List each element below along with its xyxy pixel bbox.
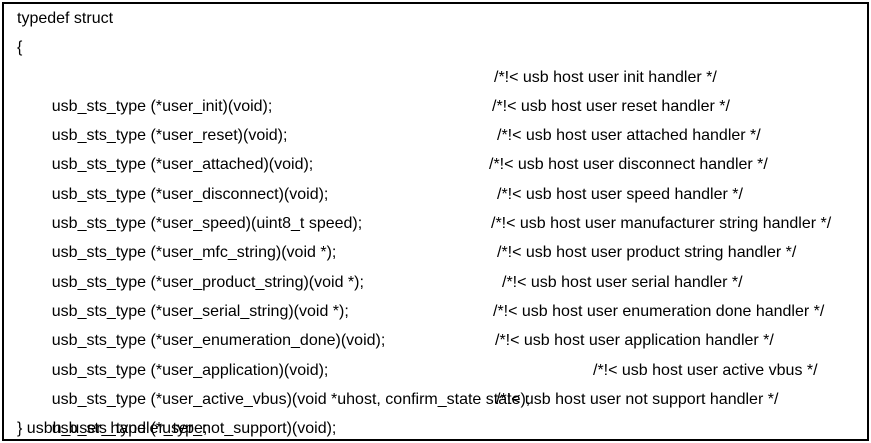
code-line-user-speed: usb_sts_type (*user_speed)(uint8_t speed… [4,180,867,232]
code-text: usb_sts_type (*user_init)(void); [51,97,273,115]
code-text: typedef struct [17,10,114,27]
code-text: usb_sts_type (*user_product_string)(void… [51,273,364,291]
code-line-user-mfc-string: usb_sts_type (*user_mfc_string)(void *);… [4,209,867,261]
code-line-user-active-vbus: usb_sts_type (*user_active_vbus)(void *u… [4,356,867,408]
code-text: } usbh_user_handler_type; [17,420,208,438]
code-line-user-disconnect: usb_sts_type (*user_disconnect)(void); /… [4,150,867,202]
code-line-typedef: typedef struct [4,4,867,33]
code-text: usb_sts_type (*user_reset)(void); [51,127,288,145]
comment-text: /*!< usb host user disconnect handler */ [489,156,768,174]
comment-text: /*!< usb host user manufacturer string h… [491,215,832,233]
comment-text: /*!< usb host user speed handler */ [497,185,743,203]
code-text: usb_sts_type (*user_enumeration_done)(vo… [51,332,386,350]
code-line-user-enumeration-done: usb_sts_type (*user_enumeration_done)(vo… [4,297,867,349]
code-text: usb_sts_type (*user_attached)(void); [51,156,314,174]
comment-text: /*!< usb host user application handler *… [495,332,774,350]
comment-text: /*!< usb host user enumeration done hand… [493,302,825,320]
comment-text: /*!< usb host user product string handle… [497,244,797,262]
comment-text: /*!< usb host user serial handler */ [502,273,743,291]
code-text: { [17,39,23,57]
code-line-user-product-string: usb_sts_type (*user_product_string)(void… [4,238,867,290]
code-line-user-attached: usb_sts_type (*user_attached)(void); /*!… [4,121,867,173]
comment-text: /*!< usb host user attached handler */ [497,127,761,145]
code-text: usb_sts_type (*user_not_support)(void); [51,420,337,438]
code-line-user-init: usb_sts_type (*user_init)(void); /*!< us… [4,63,867,115]
comment-text: /*!< usb host user active vbus */ [593,361,818,379]
code-line-user-reset: usb_sts_type (*user_reset)(void); /*!< u… [4,92,867,144]
code-line-user-application: usb_sts_type (*user_application)(void); … [4,326,867,378]
code-text: usb_sts_type (*user_mfc_string)(void *); [51,244,337,262]
code-text: usb_sts_type (*user_speed)(uint8_t speed… [51,215,363,233]
code-text: usb_sts_type (*user_serial_string)(void … [51,302,349,320]
comment-text: /*!< usb host user not support handler *… [496,390,779,408]
code-line-user-not-support: usb_sts_type (*user_not_support)(void); … [4,385,867,437]
code-line-close-brace: } usbh_user_handler_type; [4,414,867,439]
comment-text: /*!< usb host user init handler */ [494,68,717,86]
comment-text: /*!< usb host user reset handler */ [492,97,730,115]
code-line-user-serial-string: usb_sts_type (*user_serial_string)(void … [4,268,867,320]
code-line-open-brace: { [4,33,867,62]
code-text: usb_sts_type (*user_disconnect)(void); [51,185,329,203]
code-text: usb_sts_type (*user_application)(void); [51,361,329,379]
code-text: usb_sts_type (*user_active_vbus)(void *u… [51,390,531,408]
